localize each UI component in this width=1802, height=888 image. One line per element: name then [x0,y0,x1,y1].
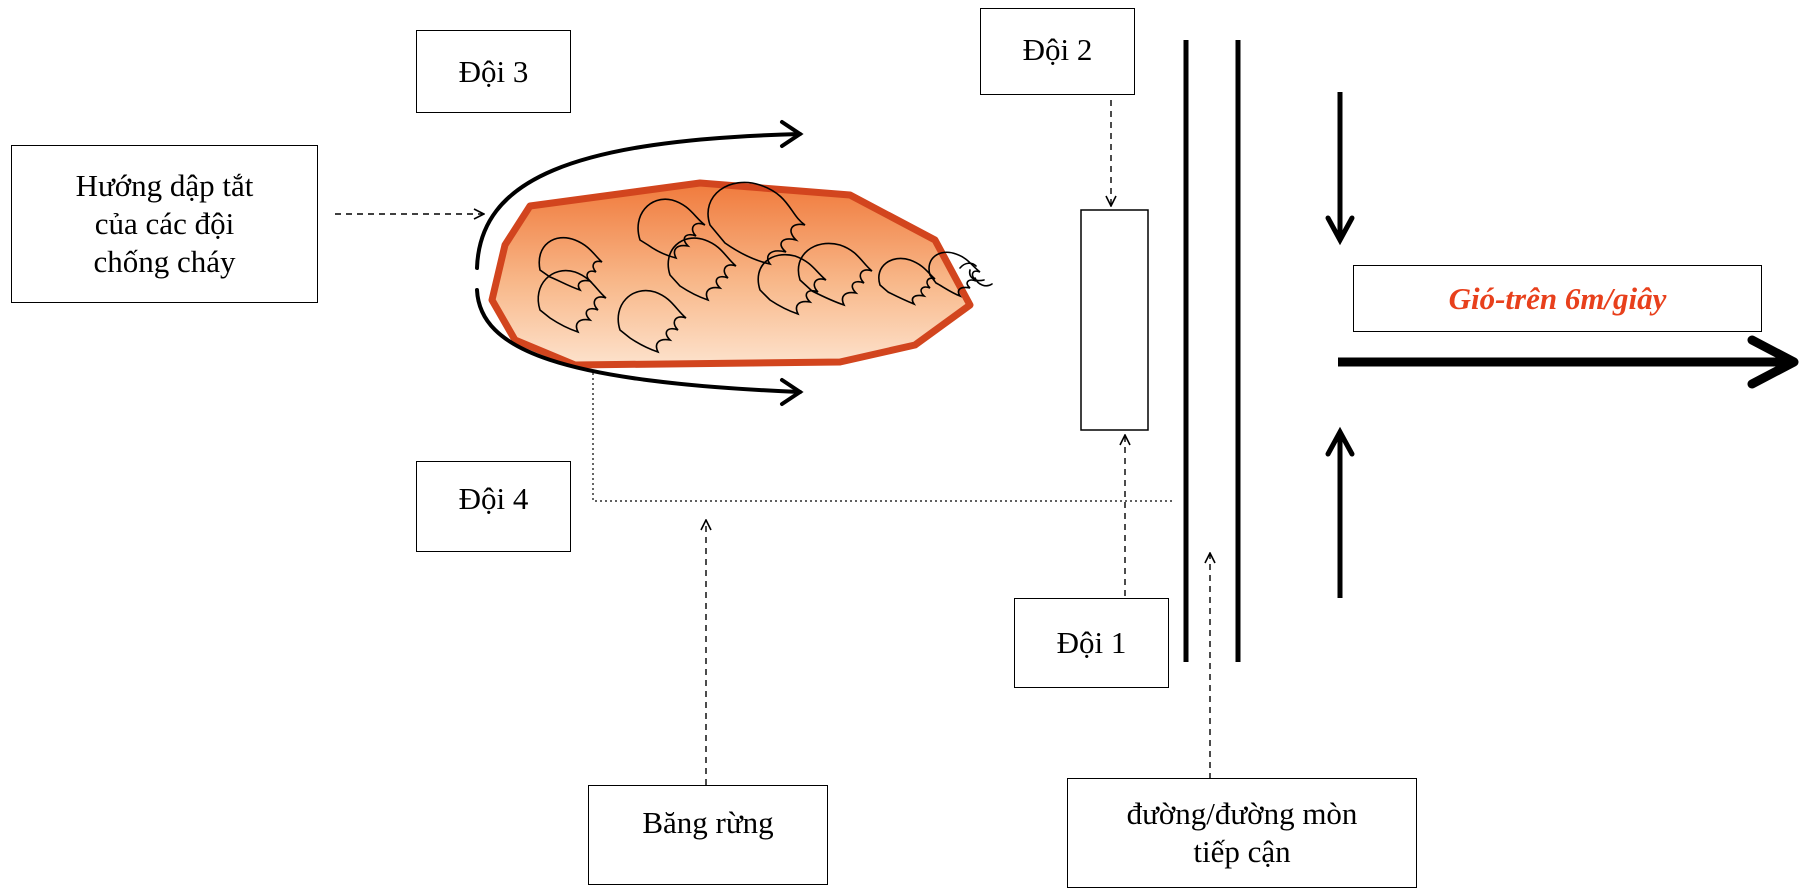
firebreak-label: Băng rừng [642,805,774,840]
upper-suppression-arc [475,132,802,270]
suppression-direction-arrows [475,120,804,406]
team-1-label: Đội 1 [1056,625,1127,661]
firebreak-strip [1080,209,1149,431]
team-4-box: Đội 4 [416,461,571,552]
team-2-box: Đội 2 [980,8,1135,95]
wind-speed-label: Gió-trên 6m/giây [1448,280,1667,316]
firebreak-dotted-line [592,373,1175,502]
team-1-box: Đội 1 [1014,598,1169,688]
wind-arrow-icon [1325,92,1799,598]
flame-icon [537,181,993,354]
team-2-label: Đội 2 [1022,32,1093,67]
lower-suppression-arc [475,288,802,394]
wind-main-arrowhead [1747,335,1799,389]
wind-up-arrowhead [1325,426,1355,457]
access-road-label: đường/đường mòn tiếp cận [1126,796,1358,869]
access-road-label-box: đường/đường mòn tiếp cận [1067,778,1417,888]
wind-down-arrowhead [1325,215,1355,246]
fire-area [488,179,993,369]
team-3-box: Đội 3 [416,30,571,113]
team-4-label: Đội 4 [458,481,529,516]
fire-zone-polygon [488,179,974,369]
upper-arc-arrowhead [780,120,804,148]
suppression-direction-label-box: Hướng dập tắt của các đội chống cháy [11,145,318,303]
firebreak-label-box: Băng rừng [588,785,828,885]
access-road [1183,40,1241,662]
suppression-direction-label: Hướng dập tắt của các đội chống cháy [75,168,254,279]
wind-label-box: Gió-trên 6m/giây [1353,265,1762,332]
team-3-label: Đội 3 [458,53,529,89]
lower-arc-arrowhead [780,378,804,406]
